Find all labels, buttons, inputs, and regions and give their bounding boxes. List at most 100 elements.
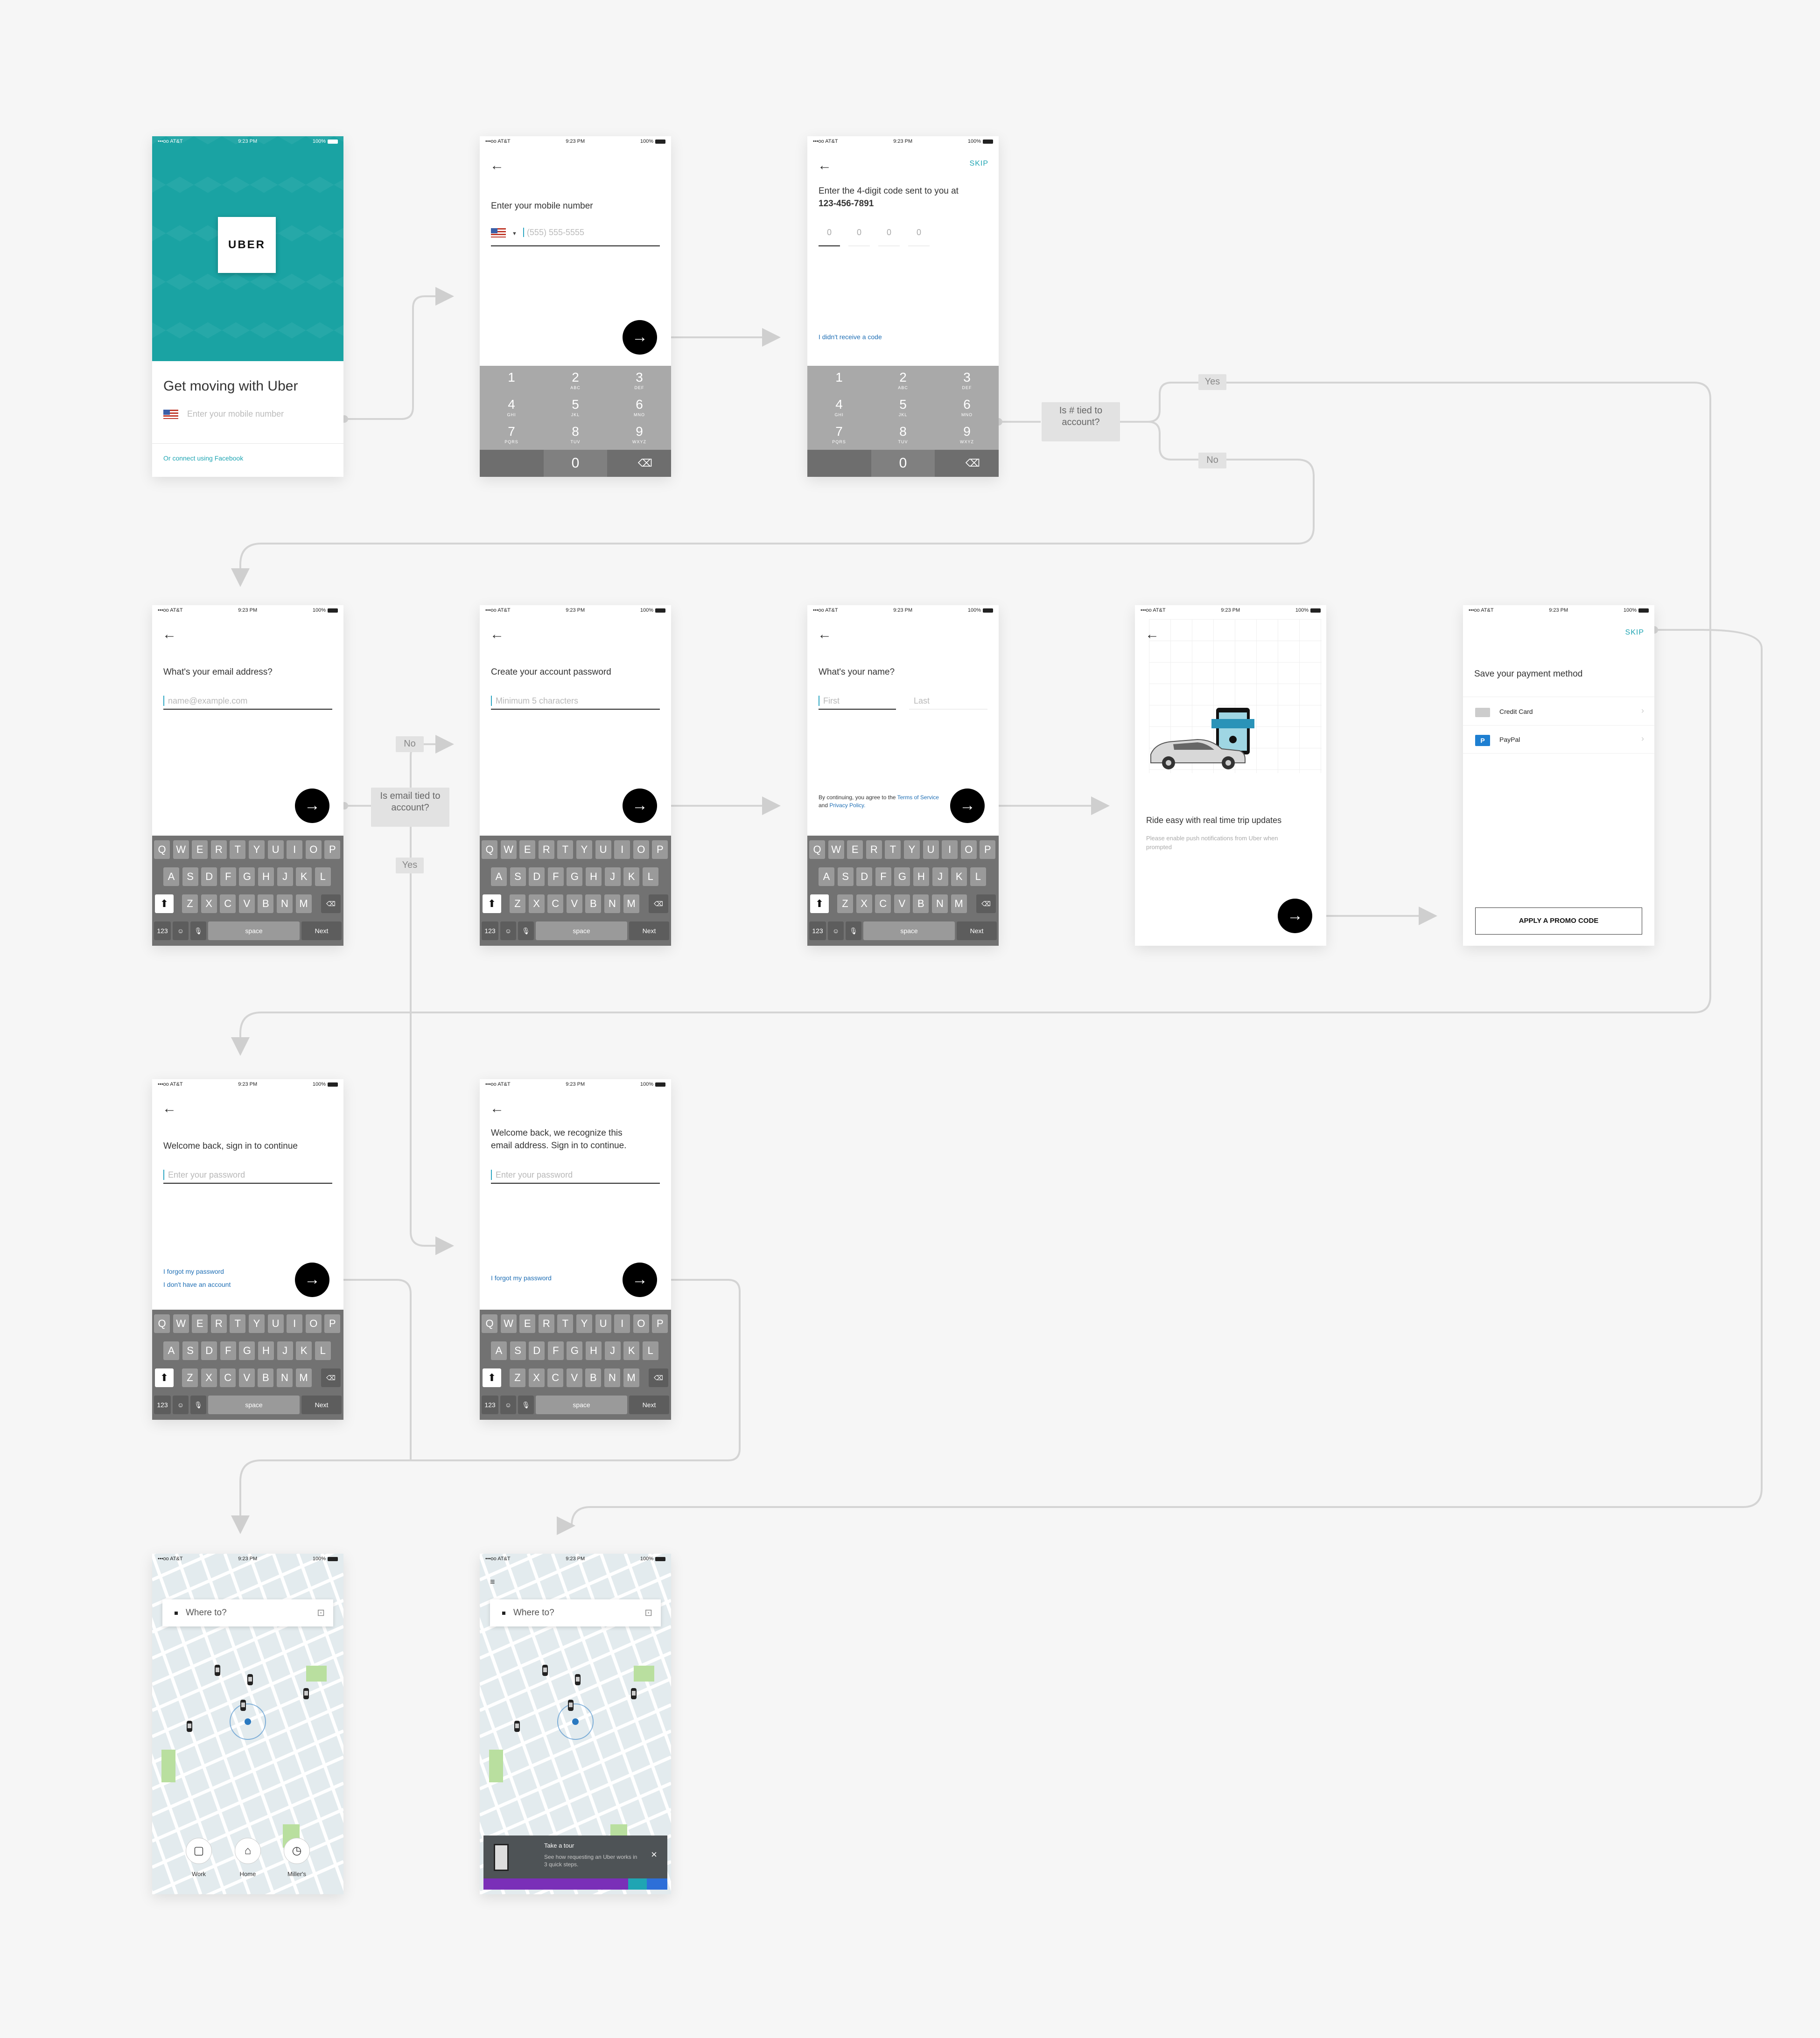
payment-method-credit-card[interactable]: Credit Card › <box>1463 698 1654 726</box>
numbers-key[interactable]: 123 <box>482 1396 498 1414</box>
emoji-icon[interactable]: ☺ <box>173 921 189 940</box>
where-to-search[interactable]: Where to? ⊡ <box>162 1599 333 1626</box>
key-p[interactable]: P <box>652 840 668 859</box>
space-key[interactable]: space <box>208 921 300 940</box>
key-v[interactable]: V <box>566 1368 582 1387</box>
next-button[interactable]: → <box>1278 899 1312 933</box>
back-arrow-icon[interactable]: ← <box>490 1101 504 1116</box>
key-j[interactable]: J <box>277 867 293 886</box>
code-digit[interactable]: 0 <box>878 228 900 246</box>
key-v[interactable]: V <box>566 894 582 913</box>
key-g[interactable]: G <box>894 867 910 886</box>
key-w[interactable]: W <box>173 1314 189 1333</box>
key-m[interactable]: M <box>623 1368 639 1387</box>
key-q[interactable]: Q <box>154 840 170 859</box>
facebook-link[interactable]: Or connect using Facebook <box>163 454 244 462</box>
key-o[interactable]: O <box>305 1314 322 1333</box>
key-e[interactable]: E <box>192 1314 208 1333</box>
numbers-key[interactable]: 123 <box>154 921 171 940</box>
microphone-icon[interactable]: 🎙 <box>518 921 534 940</box>
last-name-field[interactable]: Last <box>909 695 987 710</box>
key-u[interactable]: U <box>595 840 611 859</box>
delete-icon[interactable]: ⌫ <box>321 894 341 913</box>
code-digit[interactable]: 0 <box>848 228 870 246</box>
numpad-key-zero[interactable]: 0 <box>871 450 935 477</box>
key-a[interactable]: A <box>491 1341 507 1360</box>
apply-promo-button[interactable]: APPLY A PROMO CODE <box>1475 907 1642 935</box>
key-r[interactable]: R <box>210 1314 227 1333</box>
next-button[interactable]: → <box>623 320 657 355</box>
key-w[interactable]: W <box>828 840 844 859</box>
key-e[interactable]: E <box>847 840 863 859</box>
key-h[interactable]: H <box>586 867 602 886</box>
key-y[interactable]: Y <box>249 1314 265 1333</box>
space-key[interactable]: space <box>863 921 955 940</box>
next-button[interactable]: → <box>295 1263 329 1297</box>
key-f[interactable]: F <box>875 867 891 886</box>
key-w[interactable]: W <box>500 1314 517 1333</box>
terms-link[interactable]: Terms of Service <box>897 794 939 801</box>
key-o[interactable]: O <box>960 840 977 859</box>
key-l[interactable]: L <box>642 1341 658 1360</box>
key-y[interactable]: Y <box>576 840 592 859</box>
key-m[interactable]: M <box>295 894 312 913</box>
key-a[interactable]: A <box>163 867 179 886</box>
favorite-millers[interactable]: ◷ Miller's <box>278 1838 315 1877</box>
key-t[interactable]: T <box>557 840 574 859</box>
key-n[interactable]: N <box>604 894 620 913</box>
key-x[interactable]: X <box>856 894 872 913</box>
key-r[interactable]: R <box>210 840 227 859</box>
key-i[interactable]: I <box>287 1314 303 1333</box>
key-i[interactable]: I <box>614 840 630 859</box>
emoji-icon[interactable]: ☺ <box>173 1396 189 1414</box>
key-v[interactable]: V <box>238 894 255 913</box>
key-f[interactable]: F <box>547 867 564 886</box>
space-key[interactable]: space <box>536 1396 627 1414</box>
key-c[interactable]: C <box>547 1368 564 1387</box>
back-arrow-icon[interactable]: ← <box>490 158 504 173</box>
key-f[interactable]: F <box>220 1341 236 1360</box>
key-v[interactable]: V <box>238 1368 255 1387</box>
no-account-link[interactable]: I don't have an account <box>163 1281 231 1288</box>
delete-icon[interactable]: ⌫ <box>649 1368 668 1387</box>
key-m[interactable]: M <box>623 894 639 913</box>
key-p[interactable]: P <box>980 840 996 859</box>
favorite-home[interactable]: ⌂ Home <box>229 1838 266 1877</box>
numpad-key[interactable]: 1 <box>508 370 515 384</box>
key-j[interactable]: J <box>932 867 948 886</box>
key-g[interactable]: G <box>239 867 255 886</box>
phone-input[interactable]: ▼ (555) 555-5555 <box>491 228 660 246</box>
forgot-password-link[interactable]: I forgot my password <box>163 1268 224 1275</box>
key-t[interactable]: T <box>230 1314 246 1333</box>
key-s[interactable]: S <box>510 867 526 886</box>
next-key[interactable]: Next <box>629 1396 669 1414</box>
key-h[interactable]: H <box>258 1341 274 1360</box>
key-z[interactable]: Z <box>510 894 525 913</box>
key-n[interactable]: N <box>932 894 948 913</box>
key-i[interactable]: I <box>614 1314 630 1333</box>
delete-icon[interactable]: ⌫ <box>965 457 980 469</box>
key-b[interactable]: B <box>258 1368 274 1387</box>
key-a[interactable]: A <box>491 867 507 886</box>
key-c[interactable]: C <box>547 894 564 913</box>
key-g[interactable]: G <box>567 867 583 886</box>
key-p[interactable]: P <box>652 1314 668 1333</box>
key-o[interactable]: O <box>633 840 649 859</box>
key-k[interactable]: K <box>296 867 312 886</box>
resend-code-link[interactable]: I didn't receive a code <box>819 333 882 341</box>
skip-button[interactable]: SKIP <box>969 160 988 168</box>
key-p[interactable]: P <box>324 1314 341 1333</box>
key-l[interactable]: L <box>642 867 658 886</box>
key-s[interactable]: S <box>182 867 198 886</box>
key-h[interactable]: H <box>258 867 274 886</box>
key-u[interactable]: U <box>595 1314 611 1333</box>
key-n[interactable]: N <box>277 1368 293 1387</box>
key-j[interactable]: J <box>604 867 621 886</box>
key-d[interactable]: D <box>529 867 545 886</box>
